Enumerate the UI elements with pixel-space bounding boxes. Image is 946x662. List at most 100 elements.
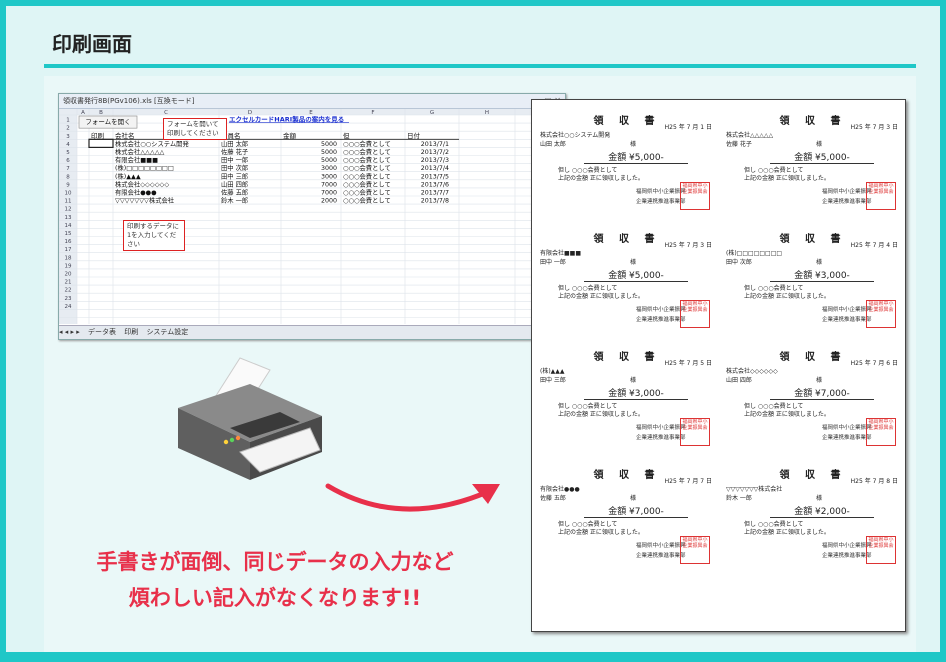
row-number: 1 — [66, 118, 70, 124]
receipt-person: 山田 太郎 — [540, 141, 566, 148]
table-row-member: 佐藤 花子 — [221, 147, 248, 156]
column-header-a: A — [81, 110, 85, 116]
table-row-note: ○○○会費として — [343, 196, 391, 205]
receipt-amount: 金額 ¥3,000- — [584, 386, 688, 400]
row-number: 7 — [66, 166, 70, 172]
open-form-button[interactable] — [78, 115, 138, 129]
sheet-tab-data[interactable]: データ表 — [87, 328, 116, 336]
receipt-heading: 領 収 書 — [779, 470, 847, 481]
selected-cell[interactable] — [88, 138, 114, 148]
receipt-note: 但し ○○○会費として — [744, 285, 804, 292]
receipt-heading: 領 収 書 — [779, 234, 847, 245]
receipt-company: (株)□□□□□□□□ — [726, 250, 783, 257]
table-row-company: 有限会社■■■ — [115, 155, 158, 164]
receipt-honorific: 様 — [816, 495, 823, 502]
table-row-amount: 3000 — [321, 165, 337, 172]
product-link: エクセルカードHARI製品の案内を見る — [229, 115, 344, 124]
sheet-tab-settings[interactable]: システム設定 — [146, 328, 189, 336]
receipt-company: 有限会社■■■ — [540, 250, 582, 257]
receipt-date: H25 年 7 月 3 日 — [850, 124, 898, 131]
receipt-issuer: 福岡県中小企業振興 — [822, 543, 872, 549]
table-row-date: 2013/7/3 — [421, 157, 449, 164]
receipt-confirmation: 上記の金額 正に領収しました。 — [558, 529, 644, 536]
column-header-f: F — [371, 110, 374, 116]
receipt-company: 有限会社●●● — [540, 486, 580, 493]
receipt-issuer: 福岡県中小企業振興 — [636, 307, 686, 313]
receipt-department: 企業連携推進事業部 — [822, 199, 872, 205]
column-header-bar — [59, 109, 565, 115]
spreadsheet-grid[interactable]: ABCDEFGHI1234567891011121314151617181920… — [59, 109, 565, 324]
message-line-2: 煩わしい記入がなくなります!! — [128, 586, 422, 610]
receipt-issuer: 福岡県中小企業振興 — [822, 307, 872, 313]
column-header-h: H — [485, 110, 489, 116]
receipt-date: H25 年 7 月 3 日 — [664, 242, 712, 249]
message-line-1: 手書きが面倒、同じデータの入力など — [96, 550, 454, 574]
callout-open-form: フォームを開いて印刷してください — [163, 118, 227, 140]
table-row-member: 山田 四郎 — [221, 179, 248, 188]
company-seal: 福岡県中小企業振興会 — [680, 536, 710, 564]
table-row-company: ▽▽▽▽▽▽▽株式会社 — [115, 196, 175, 205]
table-row-note: ○○○会費として — [343, 147, 391, 156]
table-row-date: 2013/7/1 — [421, 141, 449, 148]
receipt-honorific: 様 — [816, 141, 823, 148]
row-number: 21 — [65, 280, 72, 286]
sheet-nav-arrows[interactable]: ◂ ◂ ▸ ▸ — [59, 328, 80, 336]
row-number: 24 — [65, 304, 72, 310]
table-row-company: 株式会社△△△△△ — [115, 147, 165, 156]
table-row-date: 2013/7/7 — [421, 190, 449, 197]
row-number: 4 — [66, 142, 70, 148]
row-number: 10 — [65, 191, 72, 197]
receipt-company: 株式会社△△△△△ — [726, 132, 774, 139]
receipt-amount: 金額 ¥5,000- — [584, 150, 688, 164]
receipt-note: 但し ○○○会費として — [558, 403, 618, 410]
table-row-member: 田中 三郎 — [221, 171, 248, 180]
row-number: 22 — [65, 288, 72, 294]
table-row-date: 2013/7/5 — [421, 173, 449, 180]
company-seal: 福岡県中小企業振興会 — [866, 300, 896, 328]
receipt-person: 鈴木 一郎 — [726, 495, 752, 502]
table-header-2: 会員名 — [221, 131, 241, 140]
row-number: 15 — [65, 231, 72, 237]
table-row-member: 田中 一郎 — [221, 155, 248, 164]
receipt-person: 田中 次郎 — [726, 259, 752, 266]
printer-icon — [178, 357, 322, 480]
receipt-department: 企業連携推進事業部 — [822, 317, 872, 323]
table-row-note: ○○○会費として — [343, 188, 391, 197]
callout-enter-one: 印刷するデータに1を入力してください — [123, 220, 185, 251]
receipt-issuer: 福岡県中小企業振興 — [636, 543, 686, 549]
row-number: 17 — [65, 247, 72, 253]
receipt-note: 但し ○○○会費として — [558, 167, 618, 174]
table-row-note: ○○○会費として — [343, 139, 391, 148]
column-header-e: E — [309, 110, 313, 116]
company-seal: 福岡県中小企業振興会 — [866, 418, 896, 446]
row-number: 23 — [65, 296, 72, 302]
receipt-amount: 金額 ¥5,000- — [584, 268, 688, 282]
row-number: 3 — [66, 134, 70, 140]
receipt-person: 山田 四郎 — [726, 377, 752, 384]
receipt-honorific: 様 — [630, 377, 637, 384]
receipt-note: 但し ○○○会費として — [744, 403, 804, 410]
receipt-company: ▽▽▽▽▽▽▽株式会社 — [726, 486, 783, 493]
row-number: 19 — [65, 263, 72, 269]
table-row-amount: 3000 — [321, 173, 337, 180]
receipt-person: 佐藤 花子 — [726, 141, 752, 148]
page-title: 印刷画面 — [52, 32, 132, 56]
receipt-confirmation: 上記の金額 正に領収しました。 — [558, 411, 644, 418]
spreadsheet-canvas: ABCDEFGHI1234567891011121314151617181920… — [59, 109, 565, 324]
table-row-member: 山田 太郎 — [221, 139, 248, 148]
receipt-honorific: 様 — [816, 259, 823, 266]
receipt-date: H25 年 7 月 4 日 — [850, 242, 898, 249]
receipt-issuer: 福岡県中小企業振興 — [822, 425, 872, 431]
table-row-note: ○○○会費として — [343, 155, 391, 164]
receipt-confirmation: 上記の金額 正に領収しました。 — [744, 411, 830, 418]
table-row-company: (株)□□□□□□□□ — [115, 163, 174, 172]
sheet-tab-print[interactable]: 印刷 — [124, 328, 139, 336]
table-row-amount: 5000 — [321, 157, 337, 164]
company-seal: 福岡県中小企業振興会 — [866, 536, 896, 564]
